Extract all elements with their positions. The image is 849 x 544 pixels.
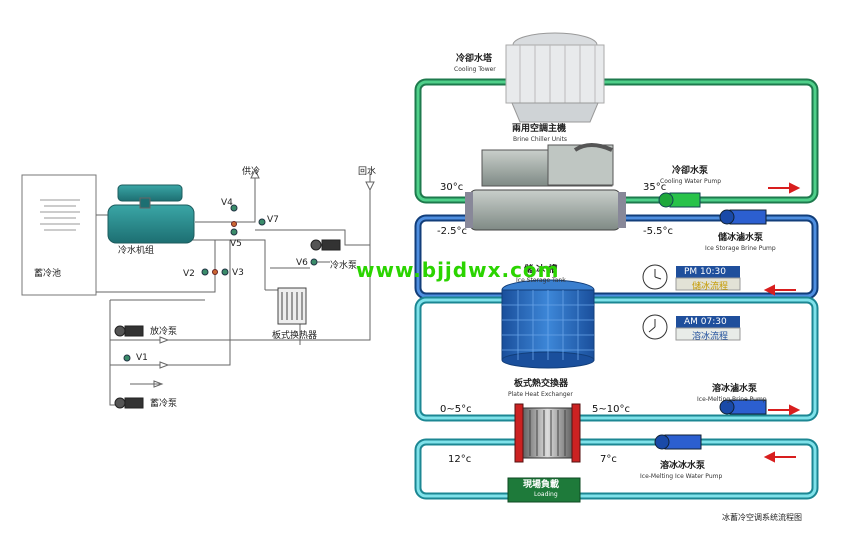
temp-minus-2-5: -2.5°c (437, 226, 468, 237)
ice-melting-water-pump-graphic (654, 434, 702, 450)
valve-v2-label: V2 (183, 269, 195, 279)
load-loop (414, 438, 819, 500)
valve-v4 (230, 204, 238, 212)
clock-icon-pm (642, 264, 668, 290)
valve-v6 (310, 258, 318, 266)
melt-brine-pump-label: 溶冰滷水泵 (712, 384, 758, 394)
melt-brine-pump-en-label: Ice-Melting Brine Pump (697, 396, 767, 403)
plate-heat-exchanger-graphic (514, 403, 581, 463)
ice-storage-tank-graphic (501, 279, 595, 369)
brine-pump-label: 儲冰滷水泵 (718, 233, 764, 243)
left-cold-water-pump (310, 239, 341, 251)
valve-v3 (221, 268, 229, 276)
storage-pump-label: 蓄冷泵 (150, 399, 178, 409)
temp-minus-5-5: -5.5°c (643, 226, 674, 237)
valve-v7 (258, 218, 266, 226)
left-release-pump (114, 325, 144, 337)
load-box (507, 477, 581, 503)
left-chiller-body (107, 204, 195, 244)
cold-water-pump-label: 冷水泵 (330, 261, 358, 271)
cooling-water-pump-graphic (658, 192, 701, 208)
chiller-unit-label: 冷水机组 (118, 246, 155, 256)
supply-cold-label: 供冷 (242, 167, 261, 177)
brine-chiller-graphic (465, 143, 626, 231)
temp-0-5: 0~5°c (440, 404, 472, 415)
plate-hx-label: 板式熱交換器 (514, 379, 569, 389)
pm-time-box (676, 266, 740, 278)
return-water-label: 回水 (358, 167, 377, 177)
plate-hx-en-label: Plate Heat Exchanger (508, 391, 573, 398)
cooling-tower-en-label: Cooling Tower (454, 66, 496, 73)
red-flow-arrows (763, 182, 801, 463)
valve-v5 (230, 228, 238, 236)
ice-melting-brine-pump-graphic (719, 399, 767, 415)
temp-5-10: 5~10°c (592, 404, 630, 415)
pm-label-box (675, 277, 741, 291)
brine-pump-graphic (719, 209, 767, 225)
valve-v1-label: V1 (136, 353, 148, 363)
plate-exchanger-label: 板式换热器 (272, 331, 318, 341)
cooling-tower-graphic (505, 32, 605, 123)
temp-35: 35°c (643, 182, 667, 193)
valve-v7-label: V7 (267, 215, 279, 225)
cooling-pump-label: 冷卻水泵 (672, 166, 709, 176)
chiller-en-label: Brine Chiller Units (513, 136, 568, 143)
valve-v2 (201, 268, 209, 276)
release-pump-label: 放冷泵 (150, 327, 178, 337)
right-schematic (414, 32, 819, 503)
am-label-text: 溶冰流程 (692, 332, 729, 342)
valve-v5-label: V5 (230, 239, 242, 249)
storage-pool-box (21, 174, 97, 296)
valve-v3-label: V3 (232, 268, 244, 278)
ice-tank-en-label: Ice Storage Tank (516, 277, 566, 284)
left-storage-pump (114, 397, 144, 409)
load-en-label: Loading (534, 491, 558, 498)
temp-30: 30°c (440, 182, 464, 193)
clock-icon-am (642, 314, 668, 340)
valve-v6-label: V6 (296, 258, 308, 268)
ice-tank-label: 儲 冰 槽 (524, 265, 558, 275)
temp-12: 12°c (448, 454, 472, 465)
pm-label-text: 儲冰流程 (692, 282, 729, 292)
valve-v4-label: V4 (221, 198, 233, 208)
left-schematic (21, 168, 375, 409)
chiller-label: 兩用空調主機 (512, 124, 567, 134)
valve-v1 (123, 354, 131, 362)
storage-pool-label: 蓄冷池 (34, 269, 62, 279)
load-label: 現場負載 (523, 480, 560, 490)
am-label-box (675, 327, 741, 341)
watermark-text: www.bjjdwx.com (356, 258, 560, 282)
footer-caption: 冰蓄冷空调系统流程图 (722, 513, 802, 522)
cooling-tower-label: 冷卻水塔 (456, 54, 493, 64)
temp-7: 7°c (600, 454, 617, 465)
brine-pump-en-label: Ice Storage Brine Pump (705, 245, 776, 252)
am-time-text: AM 07:30 (684, 317, 727, 327)
cooling-pump-en-label: Cooling Water Pump (660, 178, 721, 185)
pm-time-text: PM 10:30 (684, 267, 726, 277)
am-time-box (676, 316, 740, 328)
cooling-water-loop (414, 78, 819, 204)
melt-ice-pump-label: 溶冰冰水泵 (660, 461, 706, 471)
melt-ice-pump-en-label: Ice-Melting Ice Water Pump (640, 473, 723, 480)
